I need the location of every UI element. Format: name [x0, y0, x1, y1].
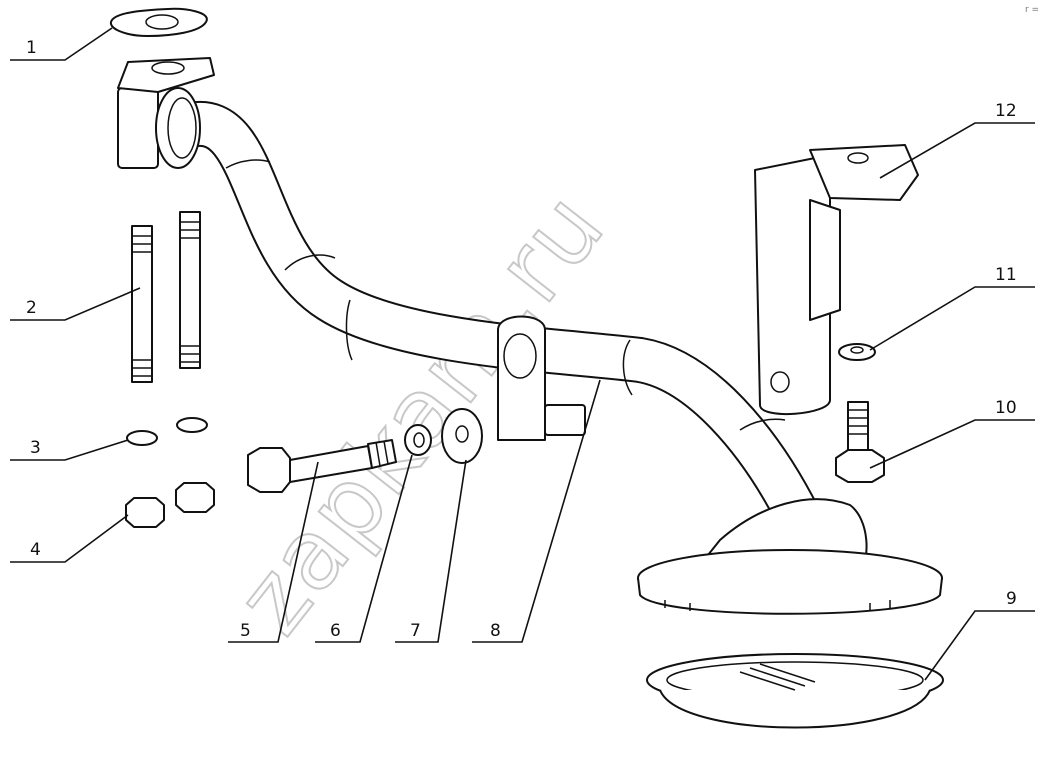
oil-screen — [646, 653, 944, 729]
callout-2: 2 — [26, 298, 37, 318]
bolt-10 — [835, 401, 885, 483]
leader-lines — [10, 27, 1035, 681]
callout-7: 7 — [410, 621, 421, 641]
pipe-clamp — [497, 315, 586, 441]
washer-11 — [838, 343, 876, 361]
flat-washer-7 — [441, 408, 483, 464]
callout-12: 12 — [995, 101, 1017, 121]
callout-6: 6 — [330, 621, 341, 641]
receiver-bell — [637, 498, 943, 615]
callout-4: 4 — [30, 540, 41, 560]
callout-10: 10 — [995, 398, 1017, 418]
callout-11: 11 — [995, 265, 1017, 285]
callout-5: 5 — [240, 621, 251, 641]
stud-2 — [131, 211, 201, 383]
callout-numbers: 1 2 3 4 5 6 7 8 9 10 11 12 — [26, 38, 1017, 641]
pipe-flange — [117, 57, 215, 169]
callout-8: 8 — [490, 621, 501, 641]
callout-9: 9 — [1006, 589, 1017, 609]
lock-washer-6 — [404, 424, 432, 456]
callout-1: 1 — [26, 38, 37, 58]
callout-3: 3 — [30, 438, 41, 458]
suction-pipe — [117, 57, 821, 531]
corner-mark: r = — [1025, 5, 1039, 15]
nut-4 — [125, 482, 215, 528]
bolt-5 — [247, 439, 397, 493]
support-bracket — [754, 144, 919, 415]
gasket-1 — [109, 7, 208, 37]
washer-3 — [126, 417, 208, 446]
